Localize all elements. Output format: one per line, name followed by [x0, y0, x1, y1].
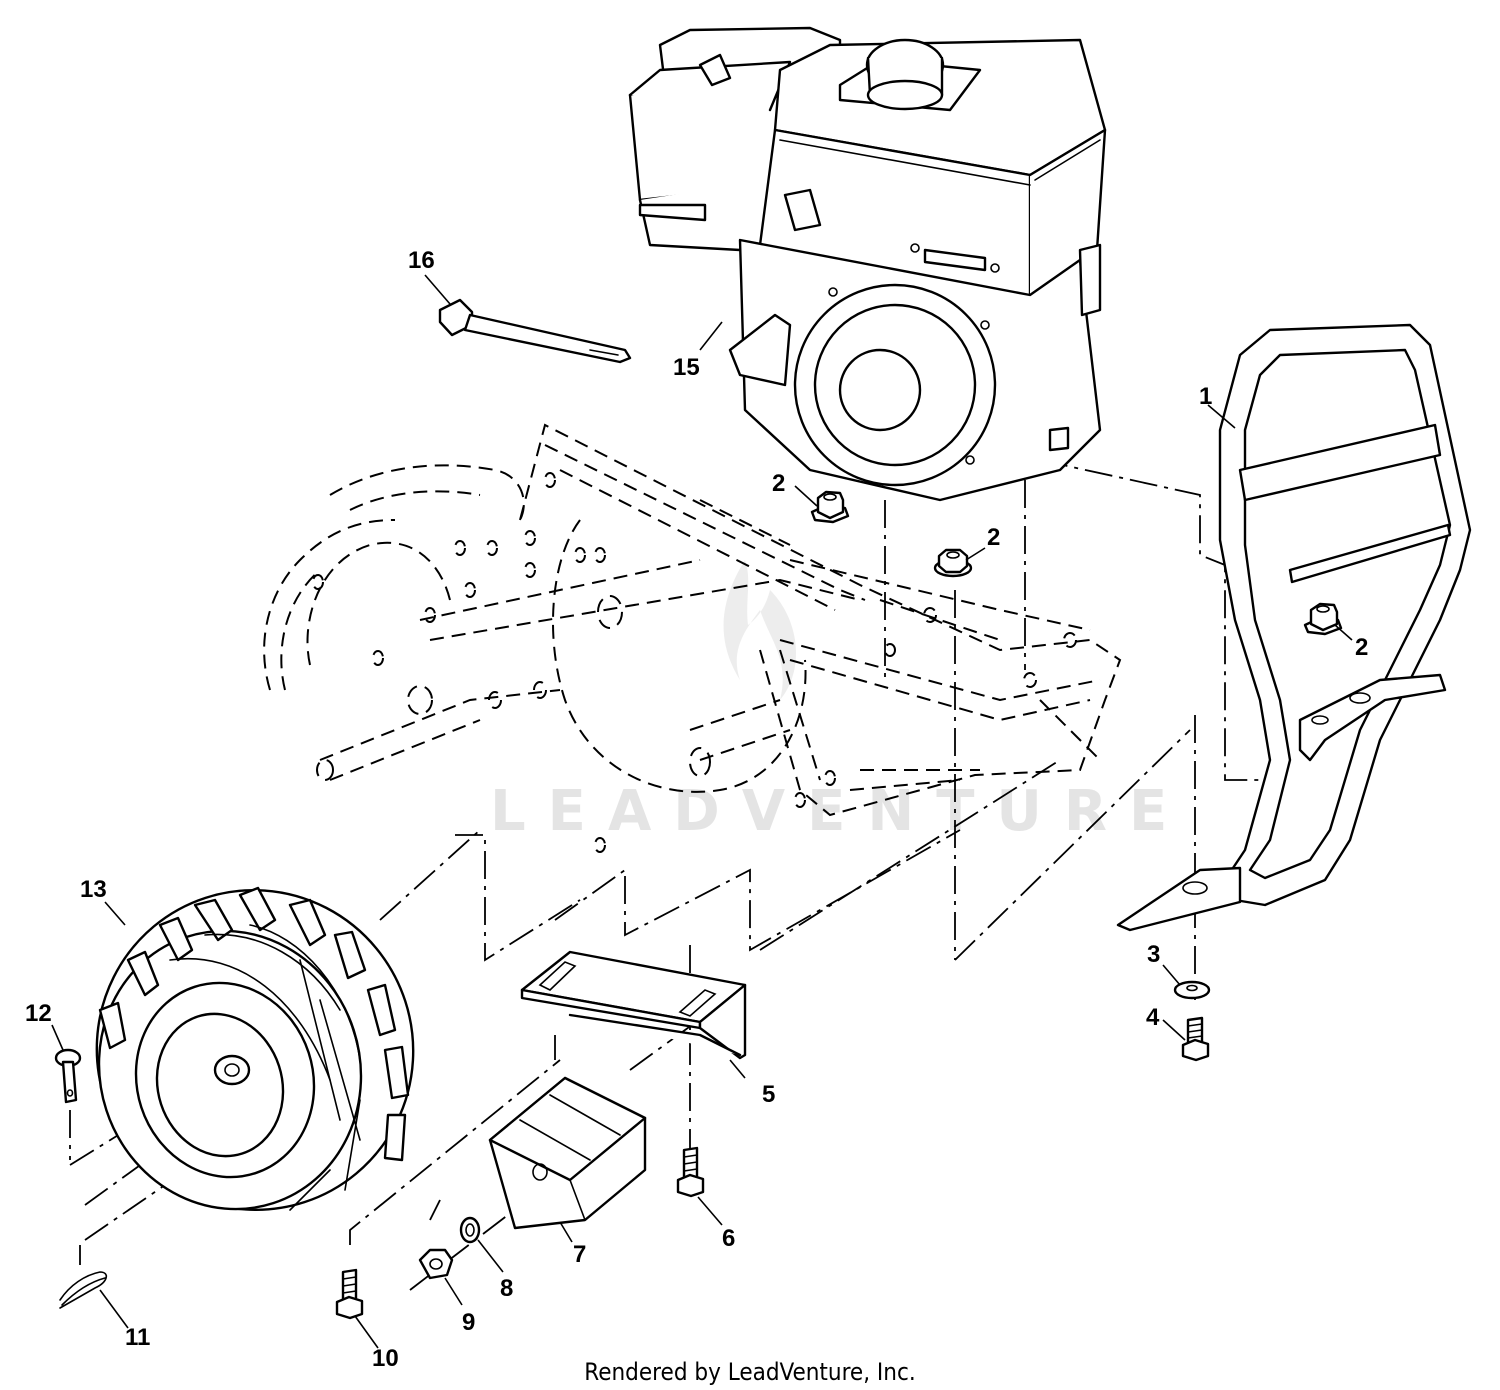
- engine: [628, 26, 1107, 502]
- skid-block: [488, 1076, 647, 1230]
- clevis-pin: [54, 1048, 82, 1104]
- callout-label: 16: [408, 247, 435, 274]
- callout-label: 15: [673, 354, 700, 381]
- callout-label: 8: [500, 1275, 513, 1302]
- hex-nut: [418, 1248, 454, 1280]
- callout-label: 12: [25, 1000, 52, 1027]
- watermark: LEADVENTURE: [490, 560, 1189, 844]
- callout-label: 5: [762, 1081, 775, 1108]
- cable-tie: [438, 298, 632, 364]
- callout-label: 10: [372, 1345, 399, 1372]
- callout-label: 1: [1199, 383, 1212, 410]
- flange-nut-center: [933, 548, 973, 578]
- depth-stake-bracket: [520, 950, 747, 1060]
- hairpin-clip: [59, 1271, 108, 1309]
- callout-label: 9: [462, 1309, 475, 1336]
- watermark-text: LEADVENTURE: [490, 779, 1189, 844]
- callout-label: 11: [125, 1324, 150, 1351]
- callout-label: 2: [987, 524, 1000, 551]
- callout-label: 4: [1146, 1004, 1160, 1031]
- tine-assembly-hidden: [263, 423, 1122, 853]
- callout-label: 2: [772, 470, 785, 497]
- callout-label: 13: [80, 876, 107, 903]
- lock-washer: [459, 1216, 481, 1244]
- front-bumper: [1116, 323, 1472, 932]
- callout-label: 7: [573, 1241, 586, 1268]
- flange-nut-upper-left: [810, 490, 850, 524]
- callout-labels: 1 2 2 2 3 4 5 6 7 8 9 10 11 12 13 15 16: [25, 247, 1368, 1372]
- callout-label: 3: [1147, 941, 1160, 968]
- rendered-by-credit: Rendered by LeadVenture, Inc.: [584, 1358, 915, 1386]
- tiller-wheel: [95, 886, 415, 1212]
- flange-nut-right: [1303, 602, 1343, 636]
- callout-label: 2: [1355, 634, 1368, 661]
- leader-lines: [51, 274, 1353, 1349]
- flat-washer: [1173, 980, 1211, 1000]
- callout-label: 6: [722, 1225, 735, 1252]
- bumper-bolt: [1181, 1016, 1210, 1062]
- bracket-bolt: [676, 1146, 705, 1198]
- watermark-logo-icon: [723, 560, 797, 700]
- skid-bolt: [335, 1268, 364, 1320]
